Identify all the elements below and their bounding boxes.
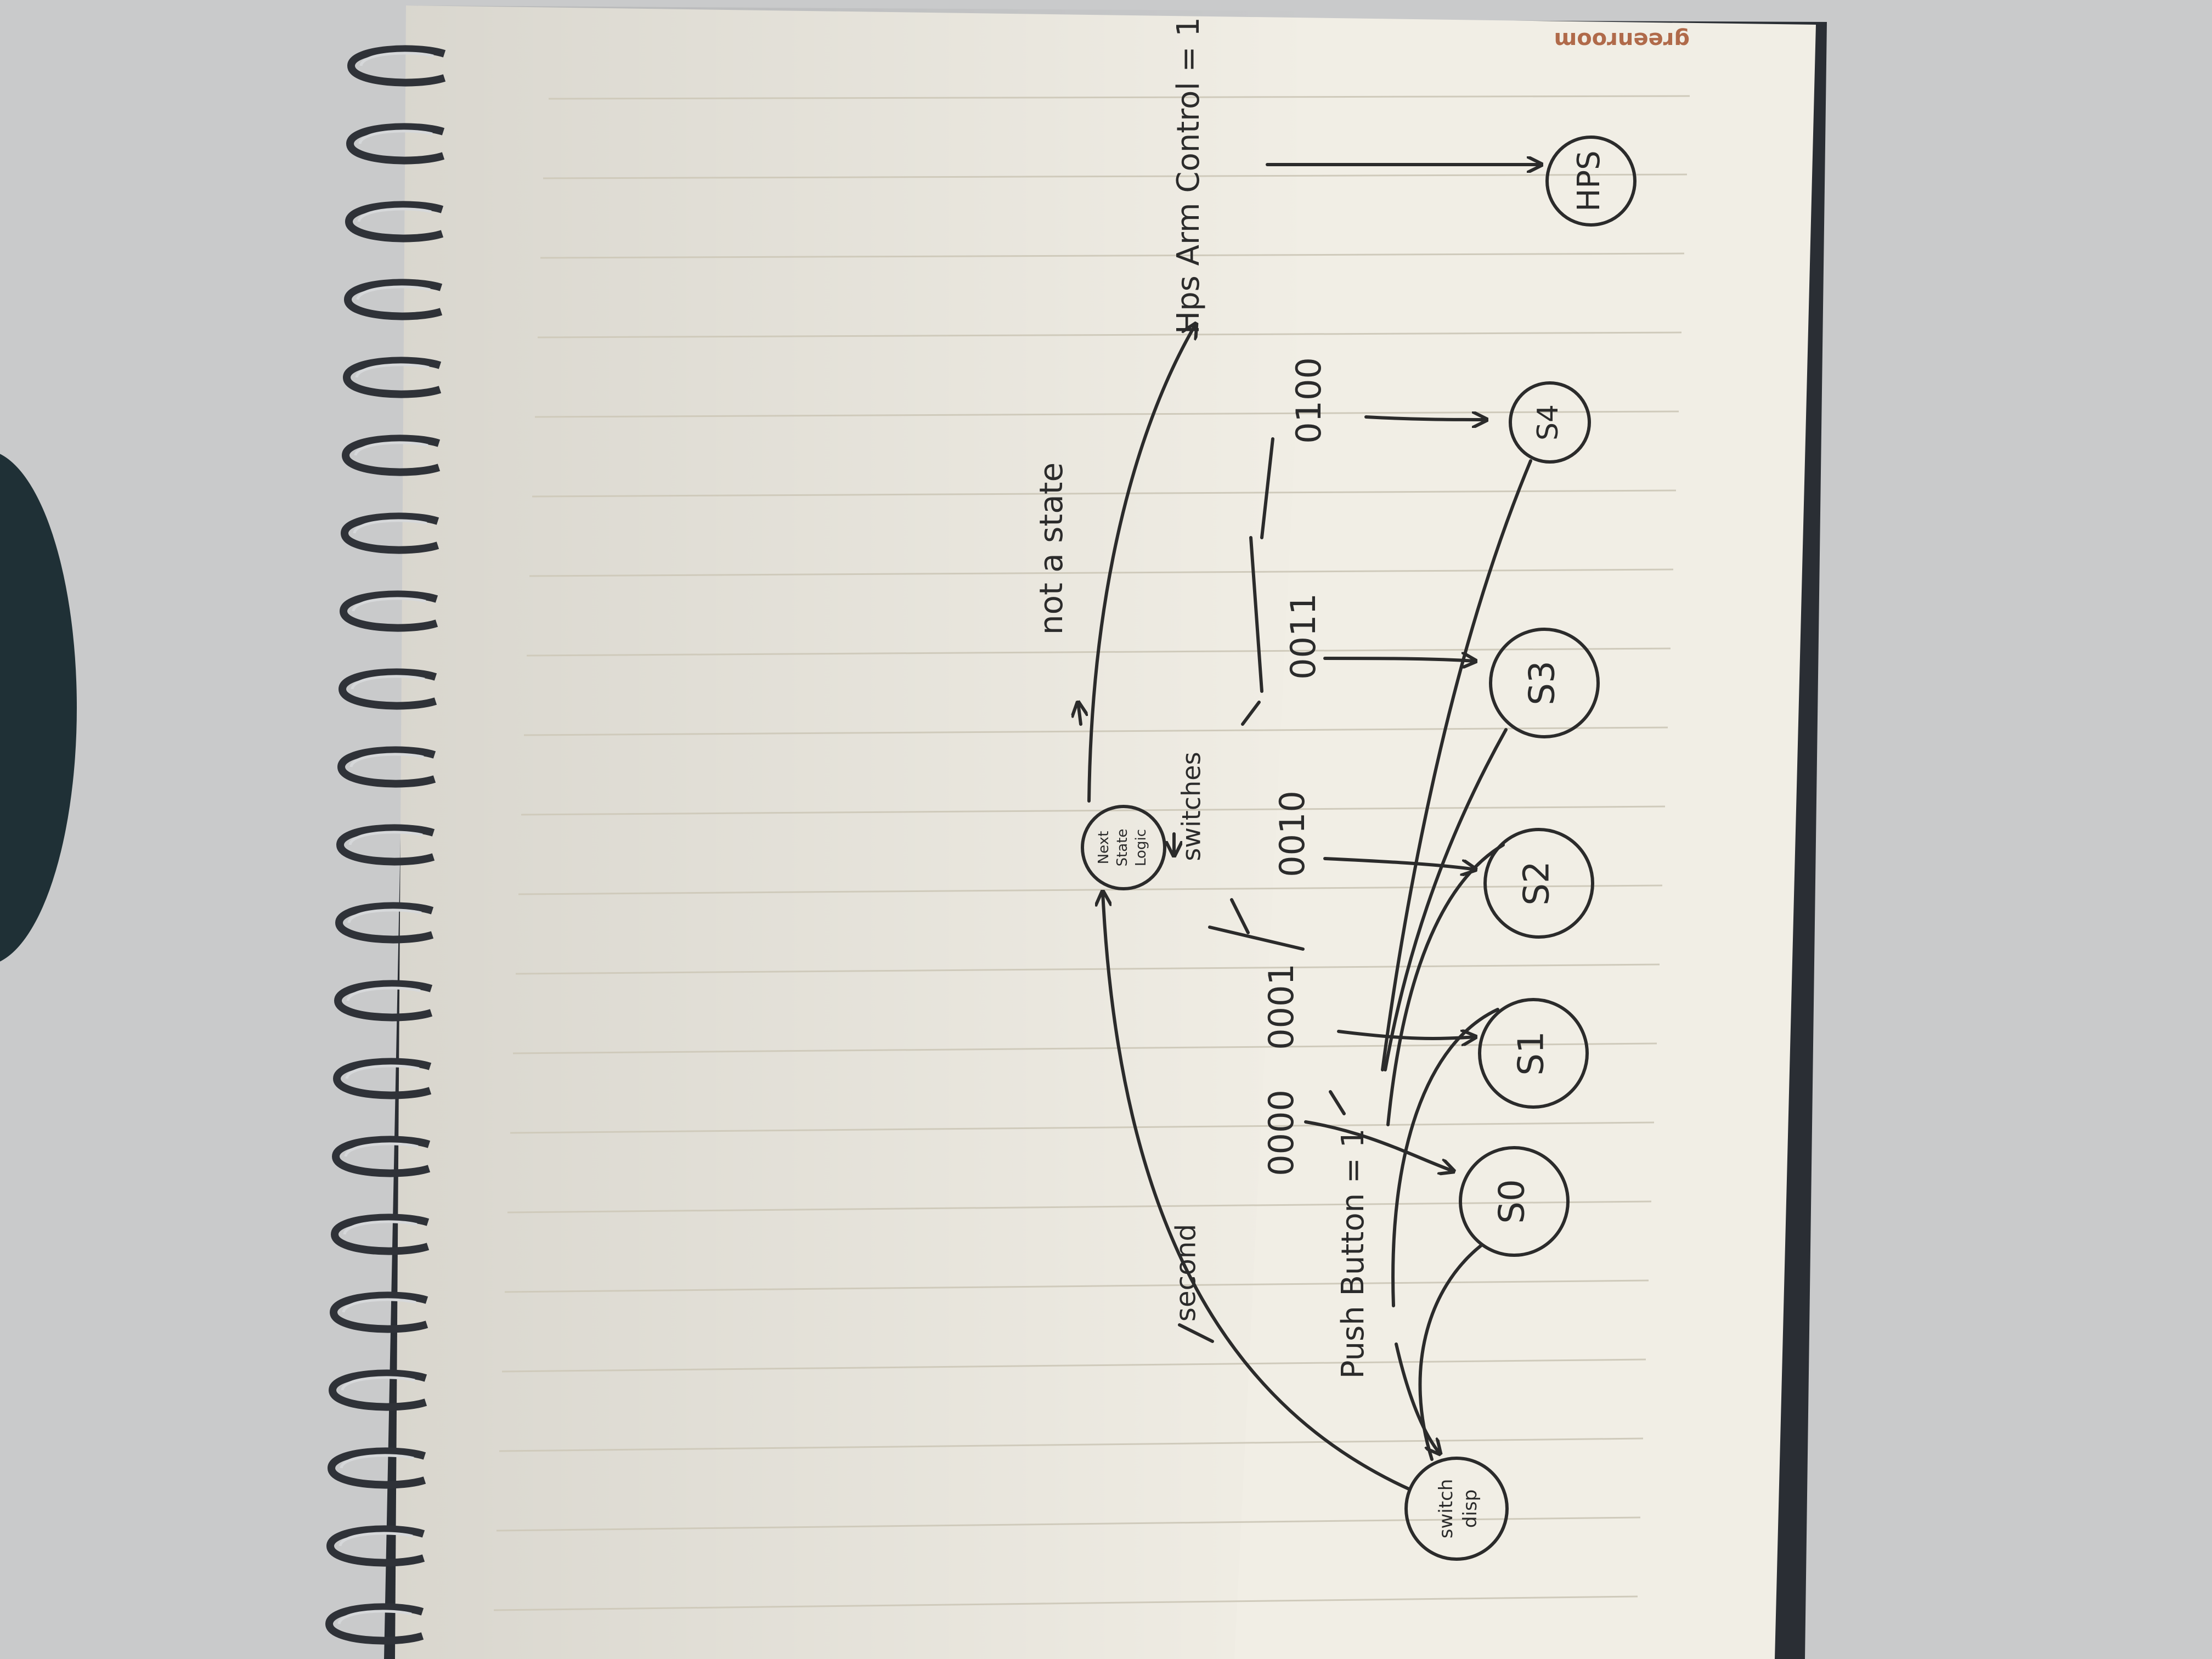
spiral-ring-highlight (344, 1142, 419, 1157)
spiral-ring (330, 1214, 430, 1255)
code-0010: 0010 (1272, 791, 1312, 877)
state-s4-node (1509, 381, 1591, 464)
spiral-ring-highlight (355, 363, 430, 378)
spiral-ring-highlight (358, 129, 433, 144)
spiral-ring-highlight (353, 519, 427, 534)
spiral-ring (347, 45, 446, 87)
spiral-ring (331, 1136, 431, 1177)
switch-disp-line2: disp (1459, 1489, 1481, 1528)
spiral-ring-highlight (354, 441, 428, 456)
spiral-ring (346, 123, 445, 165)
tick-mark (1178, 1323, 1214, 1343)
code-arrow-0010 (1323, 857, 1476, 870)
diagram-labels: Next State Logic switch disp S0 S1 S2 S3… (1032, 17, 1607, 1538)
code-divider (1249, 536, 1263, 693)
return-line (1391, 1008, 1499, 1307)
spiral-ring-highlight (342, 1298, 416, 1313)
hps-arm-control-label: Hps Arm Control = 1 (1171, 17, 1206, 334)
spiral-ring-highlight (349, 753, 424, 768)
spiral-ring-highlight (343, 1220, 417, 1235)
spiral-ring (332, 1058, 432, 1099)
spiral-ring (335, 902, 434, 944)
state-s2-node (1483, 828, 1594, 939)
code-divider (1241, 701, 1261, 726)
spiral-ring (327, 1447, 426, 1489)
spiral-ring (340, 512, 439, 554)
state-s0-node (1459, 1146, 1570, 1257)
spiral-ring (334, 980, 433, 1022)
code-divider (1230, 898, 1250, 934)
push-buttons-label: Push Button = 1 (1335, 1128, 1371, 1379)
spiral-ring (325, 1603, 424, 1645)
next-state-logic-line2: State (1114, 829, 1131, 867)
return-line (1386, 843, 1505, 1126)
code-arrow-0011 (1323, 658, 1476, 661)
code-0000: 0000 (1261, 1090, 1301, 1176)
state-diagram (1078, 136, 1637, 1561)
spiral-ring-highlight (357, 207, 432, 222)
tick-mark (1329, 1090, 1346, 1115)
notebook: greenroom (384, 5, 1827, 1659)
code-0011: 0011 (1283, 593, 1323, 680)
code-divider (1260, 437, 1274, 539)
spiral-ring (329, 1291, 428, 1333)
state-s0-label: S0 (1492, 1179, 1533, 1223)
spiral-ring-highlight (352, 597, 426, 612)
dark-object (0, 454, 77, 962)
spiral-ring (341, 435, 441, 476)
spiral-ring-highlight (341, 1376, 415, 1391)
state-s1-node (1478, 998, 1589, 1109)
hps-label: HPS (1571, 150, 1607, 211)
spiral-ring (336, 824, 435, 866)
return-line (1384, 728, 1508, 1071)
code-arrow-0000 (1304, 1120, 1454, 1171)
spiral-ring (339, 590, 438, 632)
second-label: second (1170, 1224, 1202, 1322)
spiral-ring (343, 279, 443, 320)
spiral-ring (328, 1369, 427, 1411)
code-0001: 0001 (1261, 963, 1301, 1050)
state-s4-label: S4 (1532, 404, 1565, 441)
spiral-binding (325, 45, 446, 1645)
code-0100: 0100 (1289, 357, 1329, 444)
state-s3-label: S3 (1522, 661, 1563, 705)
switch-disp-node (1404, 1457, 1509, 1561)
spiral-ring-highlight (337, 1610, 412, 1624)
spiral-ring (345, 201, 444, 242)
switch-disp-line1: switch (1435, 1479, 1457, 1539)
not-a-state-arrow (1078, 702, 1081, 726)
spiral-ring (342, 357, 442, 398)
switches-label: switches (1177, 752, 1206, 861)
spiral-ring-highlight (340, 1454, 414, 1469)
page-shadow (395, 5, 1317, 1659)
second-arc (1103, 891, 1412, 1491)
code-divider (1208, 926, 1305, 951)
state-s3-node (1489, 628, 1600, 738)
state-s2-label: S2 (1517, 861, 1558, 905)
not-a-state-label: not a state (1032, 462, 1070, 635)
next-state-logic-node (1081, 805, 1166, 890)
spiral-ring-highlight (359, 52, 434, 66)
spiral-ring-highlight (346, 986, 421, 1001)
hps-node (1545, 136, 1637, 227)
hps-arc (1087, 324, 1196, 803)
spiral-ring-highlight (347, 909, 422, 923)
code-arrow-0100 (1364, 417, 1487, 420)
spiral-ring-highlight (351, 675, 425, 690)
brand-label: greenroom (1554, 27, 1690, 53)
spiral-ring (326, 1525, 425, 1567)
spiral-ring (338, 668, 437, 710)
spiral-ring-highlight (338, 1532, 413, 1547)
push-button-arrow (1395, 1342, 1440, 1454)
spiral-ring-highlight (356, 285, 431, 300)
state-s1-label: S1 (1511, 1031, 1552, 1075)
spiral-ring-highlight (348, 831, 423, 845)
next-state-logic-line3: Logic (1133, 829, 1149, 866)
next-state-logic-line1: Next (1096, 831, 1112, 865)
return-line (1381, 459, 1532, 1071)
spiral-ring (337, 746, 436, 788)
spiral-ring-highlight (345, 1064, 420, 1079)
